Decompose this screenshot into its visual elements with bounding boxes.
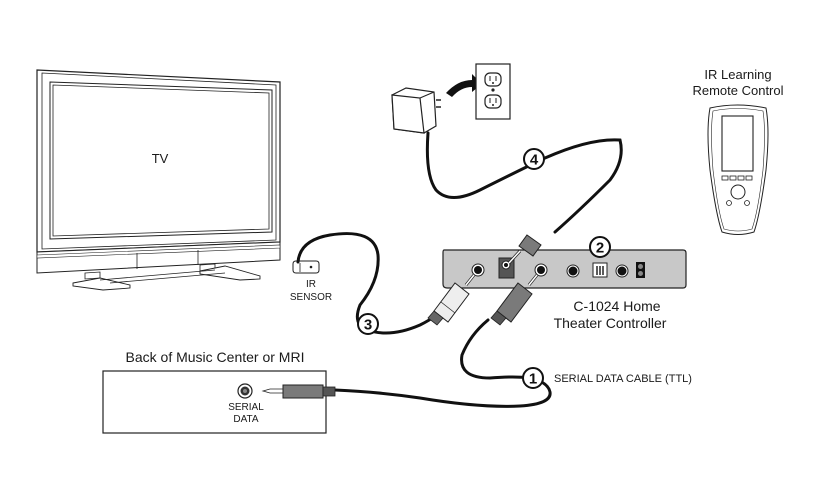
remote-label-line1: IR Learning bbox=[704, 67, 771, 82]
serial-plug-music-center bbox=[261, 384, 336, 399]
remote-label-line2: Remote Control bbox=[692, 83, 783, 98]
tv: TV bbox=[36, 69, 281, 291]
tv-label: TV bbox=[152, 151, 169, 166]
cable-4-power bbox=[425, 131, 623, 234]
callout-3: 3 bbox=[357, 313, 379, 335]
music-center: Back of Music Center or MRI SERIAL DATA bbox=[102, 349, 327, 434]
controller-label-line1: C-1024 Home bbox=[573, 298, 660, 314]
cable-3-ir-sensor bbox=[296, 232, 437, 335]
callout-2: 2 bbox=[589, 236, 611, 258]
ir-sensor: IR SENSOR bbox=[290, 260, 332, 303]
power-adapter bbox=[391, 87, 441, 134]
wall-outlet bbox=[475, 63, 511, 120]
callout-1-number: 1 bbox=[529, 371, 537, 388]
arrow-icon bbox=[446, 74, 482, 97]
serial-data-jack-label-line2: DATA bbox=[233, 414, 259, 425]
callout-1-label: SERIAL DATA CABLE (TTL) bbox=[554, 373, 692, 385]
music-center-label: Back of Music Center or MRI bbox=[126, 349, 305, 365]
serial-data-jack-label-line1: SERIAL bbox=[228, 402, 264, 413]
ir-sensor-label-line1: IR bbox=[306, 279, 316, 290]
controller: C-1024 Home Theater Controller bbox=[442, 249, 687, 331]
serial-plug-controller bbox=[490, 274, 539, 326]
callout-3-number: 3 bbox=[364, 317, 372, 334]
callout-2-number: 2 bbox=[596, 240, 604, 257]
callout-4: 4 bbox=[523, 148, 545, 170]
ir-plug bbox=[427, 274, 476, 326]
power-plug bbox=[507, 234, 542, 265]
ir-sensor-label-line2: SENSOR bbox=[290, 292, 332, 303]
ir-learning-remote: IR Learning Remote Control bbox=[692, 67, 784, 235]
callout-4-number: 4 bbox=[530, 152, 539, 169]
controller-label-line2: Theater Controller bbox=[554, 315, 667, 331]
callout-1: 1 SERIAL DATA CABLE (TTL) bbox=[522, 367, 692, 389]
cable-1-serial bbox=[333, 318, 552, 408]
